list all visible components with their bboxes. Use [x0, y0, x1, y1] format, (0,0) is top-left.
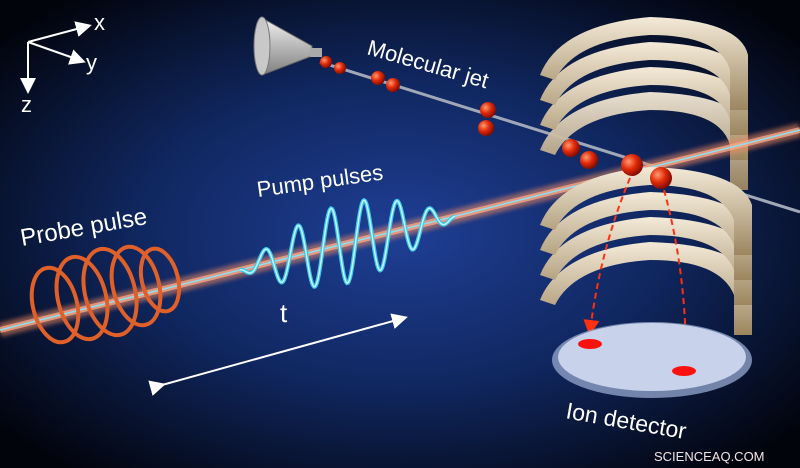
electrode-rings-top	[540, 17, 748, 190]
watermark: SCIENCEAQ.COM	[654, 449, 765, 464]
laser-beam	[0, 123, 800, 337]
molecule	[562, 139, 598, 169]
molecule	[478, 102, 496, 136]
molecules	[320, 56, 672, 189]
electrode-rings-bottom	[540, 167, 752, 335]
time-delay-arrow	[148, 313, 408, 396]
ion-hit	[578, 339, 602, 349]
probe-pulse-coil	[29, 244, 182, 345]
ion-detector	[552, 322, 752, 398]
time-label: t	[280, 298, 288, 328]
ion-hit	[672, 366, 696, 376]
nozzle-icon	[253, 16, 322, 76]
axis-y-label: y	[86, 50, 97, 75]
axis-x-label: x	[94, 10, 105, 35]
molecule	[371, 71, 400, 92]
molecule	[621, 154, 672, 189]
molecule	[320, 56, 346, 74]
axis-z-label: z	[21, 92, 32, 117]
pump-pulse-wave-core	[239, 199, 456, 288]
axes-icon	[20, 21, 92, 94]
